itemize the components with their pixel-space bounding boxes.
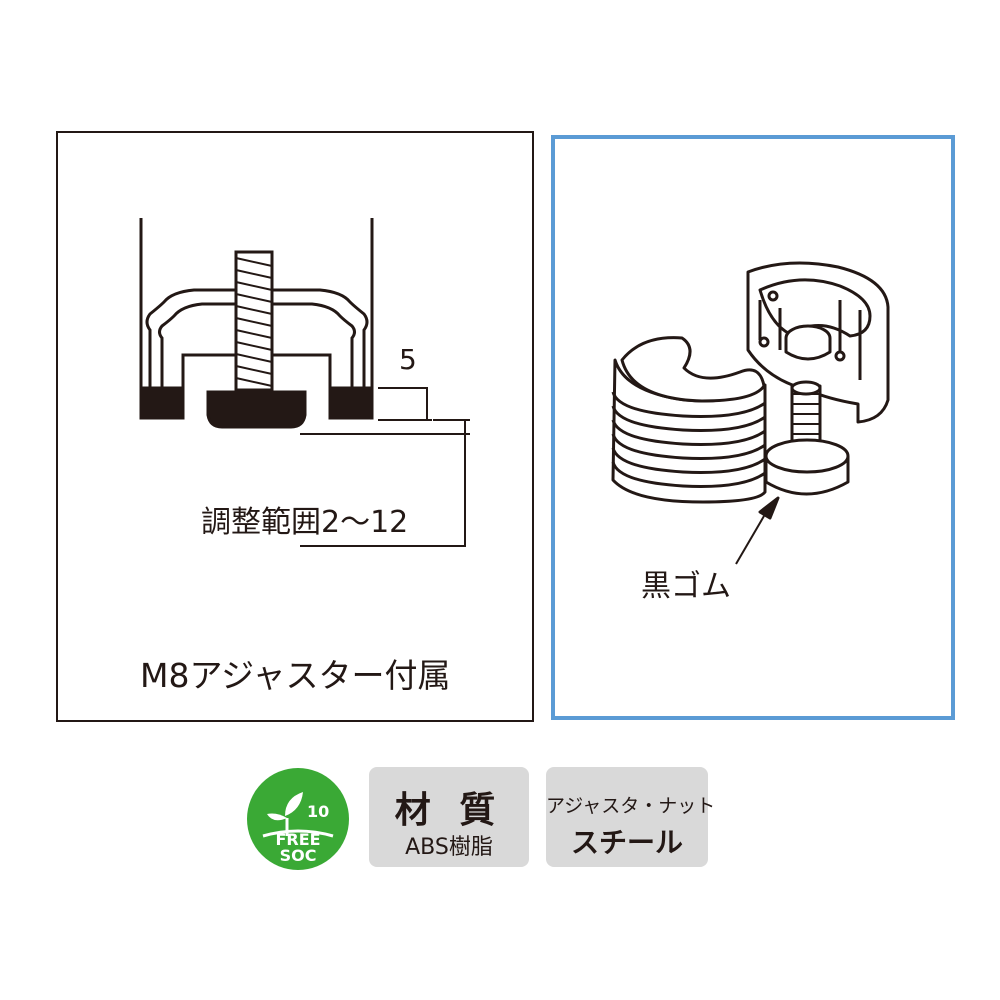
adjuster-nut-title: アジャスタ・ナット bbox=[546, 795, 716, 817]
eco-logo-free: FREE bbox=[275, 830, 321, 849]
callout-arrow-head bbox=[758, 496, 780, 520]
adjuster-bolt bbox=[764, 380, 850, 496]
rubber-foot bbox=[206, 390, 307, 429]
eco-logo-soc: SOC bbox=[279, 846, 317, 865]
bolt-thread bbox=[235, 257, 273, 387]
adjuster-nut-badge: アジャスタ・ナット スチール bbox=[546, 767, 716, 867]
dimension-5-label: 5 bbox=[399, 343, 417, 376]
adjust-range-label: 調整範囲2〜12 bbox=[201, 505, 409, 540]
adjuster-nut-material: スチール bbox=[570, 826, 683, 859]
eco-logo-number: 10 bbox=[307, 802, 330, 821]
adjuster-section-panel bbox=[56, 131, 534, 722]
cap-half-left bbox=[611, 336, 767, 504]
cap-half-right bbox=[746, 261, 890, 424]
material-value: ABS樹脂 bbox=[405, 835, 493, 860]
material-badge: 材 質 ABS樹脂 bbox=[369, 767, 529, 867]
adjuster-caption: M8アジャスター付属 bbox=[140, 656, 451, 695]
free-voc-eco-logo: 10 FREE SOC bbox=[245, 766, 351, 872]
callout-arrow-line bbox=[735, 515, 765, 565]
black-rubber-callout: 黒ゴム bbox=[641, 569, 731, 604]
exploded-view-panel bbox=[551, 135, 955, 720]
material-title: 材 質 bbox=[394, 790, 504, 831]
eco-leaf-icon bbox=[247, 768, 349, 870]
